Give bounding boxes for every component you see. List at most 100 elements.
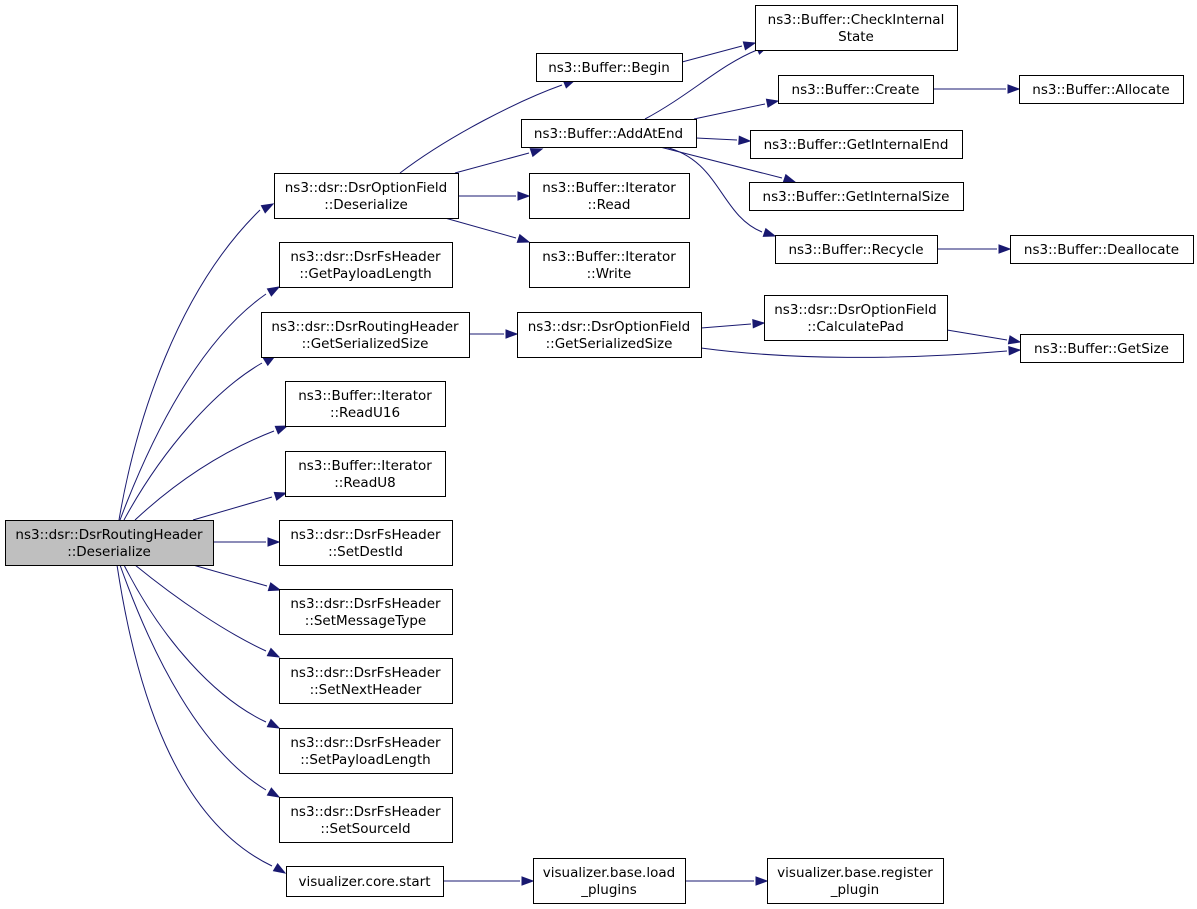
node-iterwrite[interactable]: ns3::Buffer::Iterator::Write [529,242,690,288]
node-getsize[interactable]: ns3::Buffer::GetSize [1020,334,1184,363]
node-label: ns3::Buffer::Begin [548,60,670,76]
node-box [533,858,686,904]
node-box [767,858,944,904]
node-label: ::Deserialize [67,544,151,560]
node-label: ns3::Buffer::Allocate [1032,82,1169,98]
node-label: ns3::dsr::DsrFsHeader [290,596,441,612]
edge-optfield_deser-to-addatend [454,148,544,174]
node-registerplugin[interactable]: visualizer.base.register_plugin [767,858,944,904]
node-label: ns3::Buffer::GetSize [1034,341,1169,357]
edge-line [123,362,263,521]
edge-root-to-setpayload [123,564,281,729]
edge-line [119,564,267,791]
node-label: ::GetPayloadLength [299,266,431,282]
node-create[interactable]: ns3::Buffer::Create [778,75,934,104]
node-rh_getser[interactable]: ns3::dsr::DsrRoutingHeader::GetSerialize… [261,312,470,358]
node-label: ::Deserialize [324,197,408,213]
node-label: ::ReadU8 [334,475,396,491]
edge-line [192,496,273,521]
node-box [285,451,446,497]
node-optfield_deser[interactable]: ns3::dsr::DsrOptionField::Deserialize [274,173,459,219]
node-box [764,295,948,341]
node-label: ns3::Buffer::Iterator [542,249,676,265]
node-label: visualizer.base.register [777,865,933,881]
edge-vizstart-to-loadplugins [443,876,535,886]
edges-layer [116,41,1022,886]
edge-root-to-setsrcid [119,564,281,798]
edge-begin-to-checkinternal [681,41,757,63]
node-box [755,5,958,51]
node-box [775,235,938,264]
node-setnexthdr[interactable]: ns3::dsr::DsrFsHeader::SetNextHeader [279,658,453,704]
node-readu16[interactable]: ns3::Buffer::Iterator::ReadU16 [285,381,446,427]
arrowhead-icon [521,876,535,886]
arrowhead-icon [272,863,287,874]
node-calcpad[interactable]: ns3::dsr::DsrOptionField::CalculatePad [764,295,948,341]
node-label: ns3::Buffer::Deallocate [1024,242,1179,258]
node-getinternalend[interactable]: ns3::Buffer::GetInternalEnd [750,130,963,159]
node-label: ns3::dsr::DsrFsHeader [290,249,441,265]
node-setmsgtype[interactable]: ns3::dsr::DsrFsHeader::SetMessageType [279,589,453,635]
node-label: visualizer.base.load [543,865,675,881]
node-label: ::SetSourceId [320,821,410,837]
node-setdestid[interactable]: ns3::dsr::DsrFsHeader::SetDestId [279,520,453,566]
node-deallocate[interactable]: ns3::Buffer::Deallocate [1010,235,1194,264]
node-label: ::SetDestId [328,544,403,560]
edge-line [123,564,267,723]
node-getinternalsize[interactable]: ns3::Buffer::GetInternalSize [749,182,964,211]
node-label: ns3::Buffer::GetInternalEnd [764,137,949,153]
edge-root-to-setdestid [213,537,281,547]
arrowhead-icon [267,582,282,592]
node-loadplugins[interactable]: visualizer.base.load_plugins [533,858,686,904]
edge-optfield_deser-to-iterread [458,191,531,201]
nodes-layer: ns3::dsr::DsrRoutingHeader::Deserializen… [5,5,1194,904]
arrowhead-icon [266,787,281,798]
node-box [1020,334,1184,363]
node-label: ns3::Buffer::Iterator [542,180,676,196]
edge-root-to-setnexthdr [134,564,281,658]
node-of_getser[interactable]: ns3::dsr::DsrOptionField::GetSerializedS… [517,312,702,358]
arrowhead-icon [273,491,288,501]
edge-line [134,430,275,521]
node-fs_getpayload[interactable]: ns3::dsr::DsrFsHeader::GetPayloadLength [279,242,453,288]
node-vizstart[interactable]: visualizer.core.start [286,866,444,897]
arrowhead-icon [755,876,769,886]
node-label: ::SetNextHeader [310,682,422,698]
arrowhead-icon [1008,346,1022,356]
node-iterread[interactable]: ns3::Buffer::Iterator::Read [529,173,690,219]
node-box [274,173,459,219]
arrowhead-icon [266,647,281,658]
node-label: _plugin [830,882,880,898]
edge-line [192,564,268,587]
node-box [529,173,690,219]
node-allocate[interactable]: ns3::Buffer::Allocate [1019,75,1184,104]
node-setsrcid[interactable]: ns3::dsr::DsrFsHeader::SetSourceId [279,797,453,843]
node-label: ns3::dsr::DsrFsHeader [290,735,441,751]
edge-line [119,293,267,521]
node-addatend[interactable]: ns3::Buffer::AddAtEnd [521,119,697,148]
arrowhead-icon [752,319,766,329]
node-setpayload[interactable]: ns3::dsr::DsrFsHeader::SetPayloadLength [279,728,453,774]
arrowhead-icon [782,173,797,183]
node-label: ::Read [587,197,630,213]
edge-root-to-vizstart [116,564,287,874]
node-label: ::GetSerializedSize [546,336,673,352]
node-readu8[interactable]: ns3::Buffer::Iterator::ReadU8 [285,451,446,497]
edge-create-to-allocate [933,84,1021,94]
node-label: ns3::Buffer::GetInternalSize [763,189,950,205]
edge-recycle-to-deallocate [937,244,1012,254]
node-label: ns3::Buffer::AddAtEnd [534,126,683,142]
node-recycle[interactable]: ns3::Buffer::Recycle [775,235,938,264]
node-root[interactable]: ns3::dsr::DsrRoutingHeader::Deserialize [5,520,214,566]
arrowhead-icon [266,718,281,729]
edge-line [681,45,743,63]
edge-addatend-to-create [693,98,780,120]
arrowhead-icon [1007,84,1021,94]
edge-root-to-fs_getpayload [119,286,281,521]
node-label: ::Write [587,266,632,282]
node-box [1010,235,1194,264]
node-label: ns3::dsr::DsrFsHeader [290,665,441,681]
node-begin[interactable]: ns3::Buffer::Begin [536,53,683,82]
